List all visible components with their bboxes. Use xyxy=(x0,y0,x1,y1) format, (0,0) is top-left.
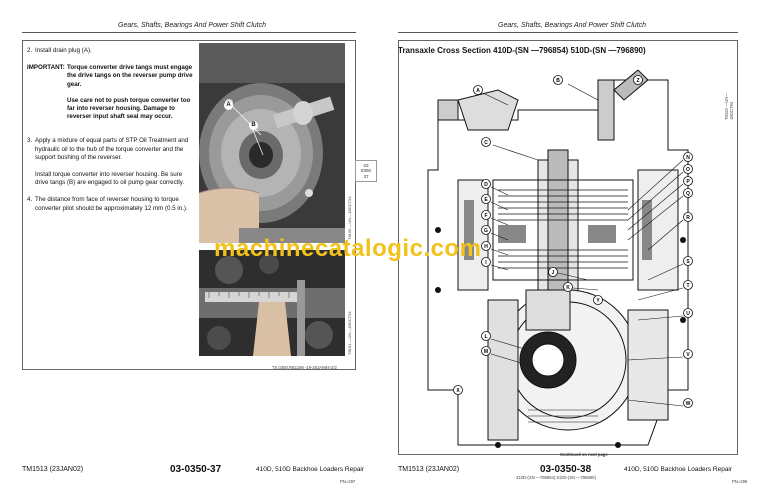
callout-j: J xyxy=(548,267,558,277)
svg-text:E: E xyxy=(484,197,488,203)
callout-b: B xyxy=(553,75,563,85)
callout-g: G xyxy=(481,225,491,235)
instruction-steps: 2. Install drain plug (A). IMPORTANT: To… xyxy=(27,47,195,222)
photo-label-b: B xyxy=(249,121,258,130)
svg-text:S: S xyxy=(686,259,690,265)
diagram-title: Transaxle Cross Section 410D-(SN —796854… xyxy=(398,46,646,55)
callout-p: P xyxy=(683,176,693,186)
svg-text:Z: Z xyxy=(636,78,639,84)
callout-l: L xyxy=(481,331,491,341)
right-footer-id: TM1513 (23JAN02) xyxy=(398,466,460,473)
svg-text:X: X xyxy=(456,388,460,394)
important-text-2: Use care not to push torque converter to… xyxy=(67,96,191,121)
right-footer-model: 410D, 510D Backhoe Loaders Repair xyxy=(624,466,733,473)
watermark-text: machinecatalogic.com xyxy=(214,235,482,262)
svg-text:G: G xyxy=(484,228,488,234)
svg-text:Y: Y xyxy=(596,298,600,304)
callout-leaders xyxy=(230,104,264,156)
svg-text:I: I xyxy=(485,260,487,266)
callout-s: S xyxy=(683,256,693,266)
svg-text:T: T xyxy=(686,283,689,289)
callout-d: D xyxy=(481,179,491,189)
photo2-code: T8161 —UN—18OCT94 xyxy=(347,311,352,355)
svg-text:M: M xyxy=(484,349,488,355)
callout-a: A xyxy=(473,85,483,95)
callout-y: Y xyxy=(593,295,603,305)
important-text-1: Torque converter drive tangs must engage… xyxy=(67,64,193,88)
photo1-code: T8160 —UN—18OCT94 xyxy=(347,196,352,240)
callout-t: T xyxy=(683,280,693,290)
callout-e: E xyxy=(481,194,491,204)
callout-h: H xyxy=(481,241,491,251)
svg-text:K: K xyxy=(566,285,570,291)
callout-k: K xyxy=(563,282,573,292)
important-note: IMPORTANT: Torque converter drive tangs … xyxy=(27,64,195,129)
right-header-rule xyxy=(398,32,738,33)
svg-text:J: J xyxy=(552,270,555,276)
callout-i: I xyxy=(481,257,491,267)
svg-text:H: H xyxy=(484,244,488,250)
callout-w: W xyxy=(683,398,693,408)
callout-z: Z xyxy=(633,75,643,85)
step-3: 3. Apply a mixture of equal parts of STP… xyxy=(27,137,189,161)
svg-text:D: D xyxy=(484,182,488,188)
left-page: Gears, Shafts, Bearings And Power Shift … xyxy=(22,22,365,484)
svg-text:L: L xyxy=(484,334,487,340)
svg-text:R: R xyxy=(686,215,690,221)
right-header-title: Gears, Shafts, Bearings And Power Shift … xyxy=(498,22,646,29)
callout-q: Q xyxy=(683,188,693,198)
measurement-photo xyxy=(199,250,345,356)
svg-text:N: N xyxy=(686,155,690,161)
step-2: 2. Install drain plug (A). xyxy=(27,47,92,54)
svg-text:Q: Q xyxy=(686,191,690,197)
svg-text:A: A xyxy=(476,88,480,94)
torque-converter-photo: A B xyxy=(199,43,345,243)
left-footer-model: 410D, 510D Backhoe Loaders Repair xyxy=(256,466,365,473)
step-3-subtext: Install torque converter into reverser h… xyxy=(35,171,185,187)
right-footer-serial: 410D-(SN —796854) 510D-(SN —796890) xyxy=(516,475,596,480)
left-footer-page: 03-0350-37 xyxy=(170,464,222,475)
callout-o: O xyxy=(683,164,693,174)
important-label: IMPORTANT: xyxy=(27,64,65,72)
callout-x: X xyxy=(453,385,463,395)
right-footer-pn: PN=298 xyxy=(732,479,748,484)
diagram-code: T8162 —UN—18OCT94 xyxy=(724,92,734,120)
left-header-rule xyxy=(22,32,356,33)
callout-r: R xyxy=(683,212,693,222)
left-section-tab: 03 0350 37 xyxy=(355,160,377,183)
right-footer-page: 03-0350-38 xyxy=(540,464,592,475)
callout-f: F xyxy=(481,210,491,220)
left-footer-id: TM1513 (23JAN02) xyxy=(22,466,84,473)
svg-text:C: C xyxy=(484,140,488,146)
svg-text:F: F xyxy=(484,213,487,219)
svg-text:U: U xyxy=(686,311,690,317)
step-4: 4. The distance from face of reverser ho… xyxy=(27,196,188,212)
photo-label-a: A xyxy=(224,101,233,110)
continued-note: Continued on next page xyxy=(560,452,608,457)
callout-c: C xyxy=(481,137,491,147)
svg-text:B: B xyxy=(556,78,560,84)
svg-text:W: W xyxy=(686,401,691,407)
callout-n: N xyxy=(683,152,693,162)
callout-u: U xyxy=(683,308,693,318)
svg-text:V: V xyxy=(686,352,690,358)
callout-v: V xyxy=(683,349,693,359)
svg-text:P: P xyxy=(686,179,690,185)
left-header-title: Gears, Shafts, Bearings And Power Shift … xyxy=(118,22,266,29)
left-footer-pn: PN=297 xyxy=(340,479,356,484)
photo-caption: TX,0350,RB1196 -19-28JAN94-2/2 xyxy=(272,365,337,370)
svg-text:O: O xyxy=(686,167,690,173)
callout-m: M xyxy=(481,346,491,356)
